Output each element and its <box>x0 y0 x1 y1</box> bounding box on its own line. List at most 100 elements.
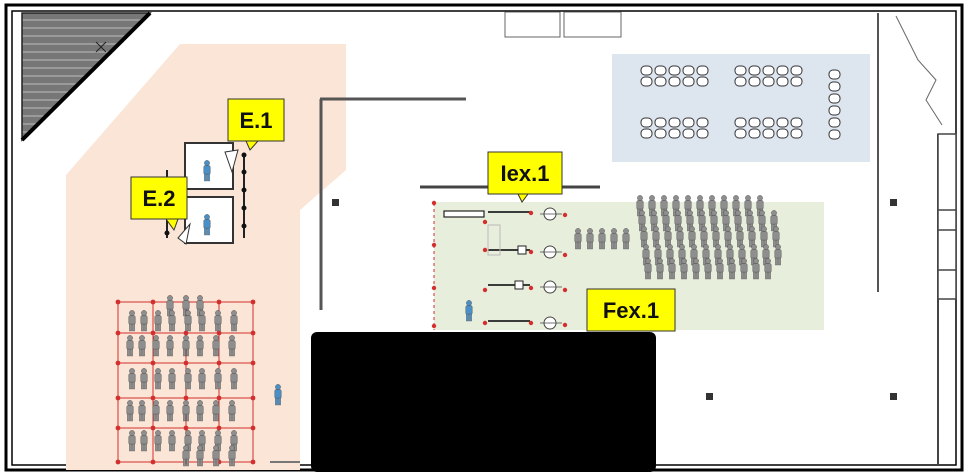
person-figure-icon <box>168 310 176 332</box>
person-figure-icon <box>652 226 660 248</box>
person-figure-icon <box>212 400 220 422</box>
chair-icon <box>762 65 775 76</box>
barrier-post-icon <box>482 247 488 253</box>
barrier-post-icon <box>216 299 222 305</box>
redacted-block <box>311 332 656 472</box>
person-figure-icon <box>168 368 176 390</box>
person-figure-icon <box>644 258 652 280</box>
person-figure-icon <box>126 400 134 422</box>
chair-icon <box>682 76 695 87</box>
barrier-post-icon <box>528 320 534 326</box>
person-figure-icon <box>128 430 136 452</box>
person-figure-icon <box>128 310 136 332</box>
barrier-post-icon <box>250 330 256 336</box>
chair-icon <box>762 117 775 128</box>
person-figure-icon <box>152 400 160 422</box>
person-figure-icon <box>126 335 134 357</box>
booth-e1 <box>184 142 239 190</box>
person-figure-icon <box>152 335 160 357</box>
person-figure-icon <box>712 226 720 248</box>
door-swing <box>895 15 943 126</box>
chair-icon <box>654 117 667 128</box>
label-fex1-text: Fex.1 <box>603 298 659 323</box>
barrier-post-icon <box>216 330 222 336</box>
label-fex1: Fex.1 <box>586 288 676 332</box>
chair-icon <box>828 117 841 128</box>
barrier-post-icon <box>241 152 247 158</box>
top-door-right <box>563 11 622 38</box>
barrier-post-icon <box>150 330 156 336</box>
barrier-post-icon <box>150 395 156 401</box>
person-figure-icon <box>598 228 606 250</box>
label-e2-text: E.2 <box>142 186 175 211</box>
barrier-post-icon <box>115 360 121 366</box>
chair-icon <box>776 128 789 139</box>
barrier-post-icon <box>528 210 534 216</box>
person-figure-icon <box>182 445 190 467</box>
chair-icon <box>790 76 803 87</box>
chair-icon <box>734 117 747 128</box>
chair-icon <box>668 76 681 87</box>
person-figure-icon <box>198 310 206 332</box>
chair-icon <box>668 117 681 128</box>
barrier-post-icon <box>250 360 256 366</box>
person-figure-icon <box>724 226 732 248</box>
chair-icon <box>748 76 761 87</box>
column-icon <box>332 199 339 206</box>
person-figure-icon <box>760 226 768 248</box>
label-e1: E.1 <box>227 98 285 151</box>
chair-icon <box>682 117 695 128</box>
person-figure-icon <box>196 335 204 357</box>
chair-icon <box>748 117 761 128</box>
barrier-post-icon <box>183 395 189 401</box>
barrier-post-icon <box>216 395 222 401</box>
chair-icon <box>668 128 681 139</box>
barrier-post-icon <box>241 187 247 193</box>
column-icon <box>890 199 897 206</box>
officer-figure-icon <box>465 300 473 322</box>
chair-icon <box>696 117 709 128</box>
barrier-post-icon <box>241 169 247 175</box>
person-figure-icon <box>184 368 192 390</box>
chair-icon <box>734 76 747 87</box>
top-door-left <box>504 11 561 38</box>
side-corridor <box>937 133 957 300</box>
person-figure-icon <box>140 430 148 452</box>
person-figure-icon <box>774 244 782 266</box>
person-figure-icon <box>586 228 594 250</box>
barrier-post-icon <box>528 249 534 255</box>
person-figure-icon <box>154 368 162 390</box>
person-figure-icon <box>166 400 174 422</box>
person-figure-icon <box>662 210 670 232</box>
person-figure-icon <box>728 258 736 280</box>
chair-icon <box>734 128 747 139</box>
label-iex1: Iex.1 <box>487 151 563 203</box>
person-figure-icon <box>166 335 174 357</box>
chair-icon <box>734 65 747 76</box>
barrier-post-icon <box>115 330 121 336</box>
chair-icon <box>828 93 841 104</box>
person-figure-icon <box>168 430 176 452</box>
person-figure-icon <box>228 400 236 422</box>
person-figure-icon <box>184 310 192 332</box>
person-figure-icon <box>736 226 744 248</box>
person-figure-icon <box>622 228 630 250</box>
person-figure-icon <box>182 400 190 422</box>
person-figure-icon <box>230 310 238 332</box>
person-figure-icon <box>752 258 760 280</box>
person-figure-icon <box>196 445 204 467</box>
chair-icon <box>762 76 775 87</box>
column-icon <box>706 393 713 400</box>
officer-figure-icon <box>203 160 211 182</box>
person-figure-icon <box>702 244 710 266</box>
barrier-post-icon <box>562 212 568 218</box>
barrier-post-icon <box>562 322 568 328</box>
person-figure-icon <box>710 210 718 232</box>
person-figure-icon <box>214 310 222 332</box>
chair-icon <box>776 76 789 87</box>
person-figure-icon <box>700 226 708 248</box>
chair-icon <box>654 128 667 139</box>
chair-icon <box>682 128 695 139</box>
chair-icon <box>828 69 841 80</box>
